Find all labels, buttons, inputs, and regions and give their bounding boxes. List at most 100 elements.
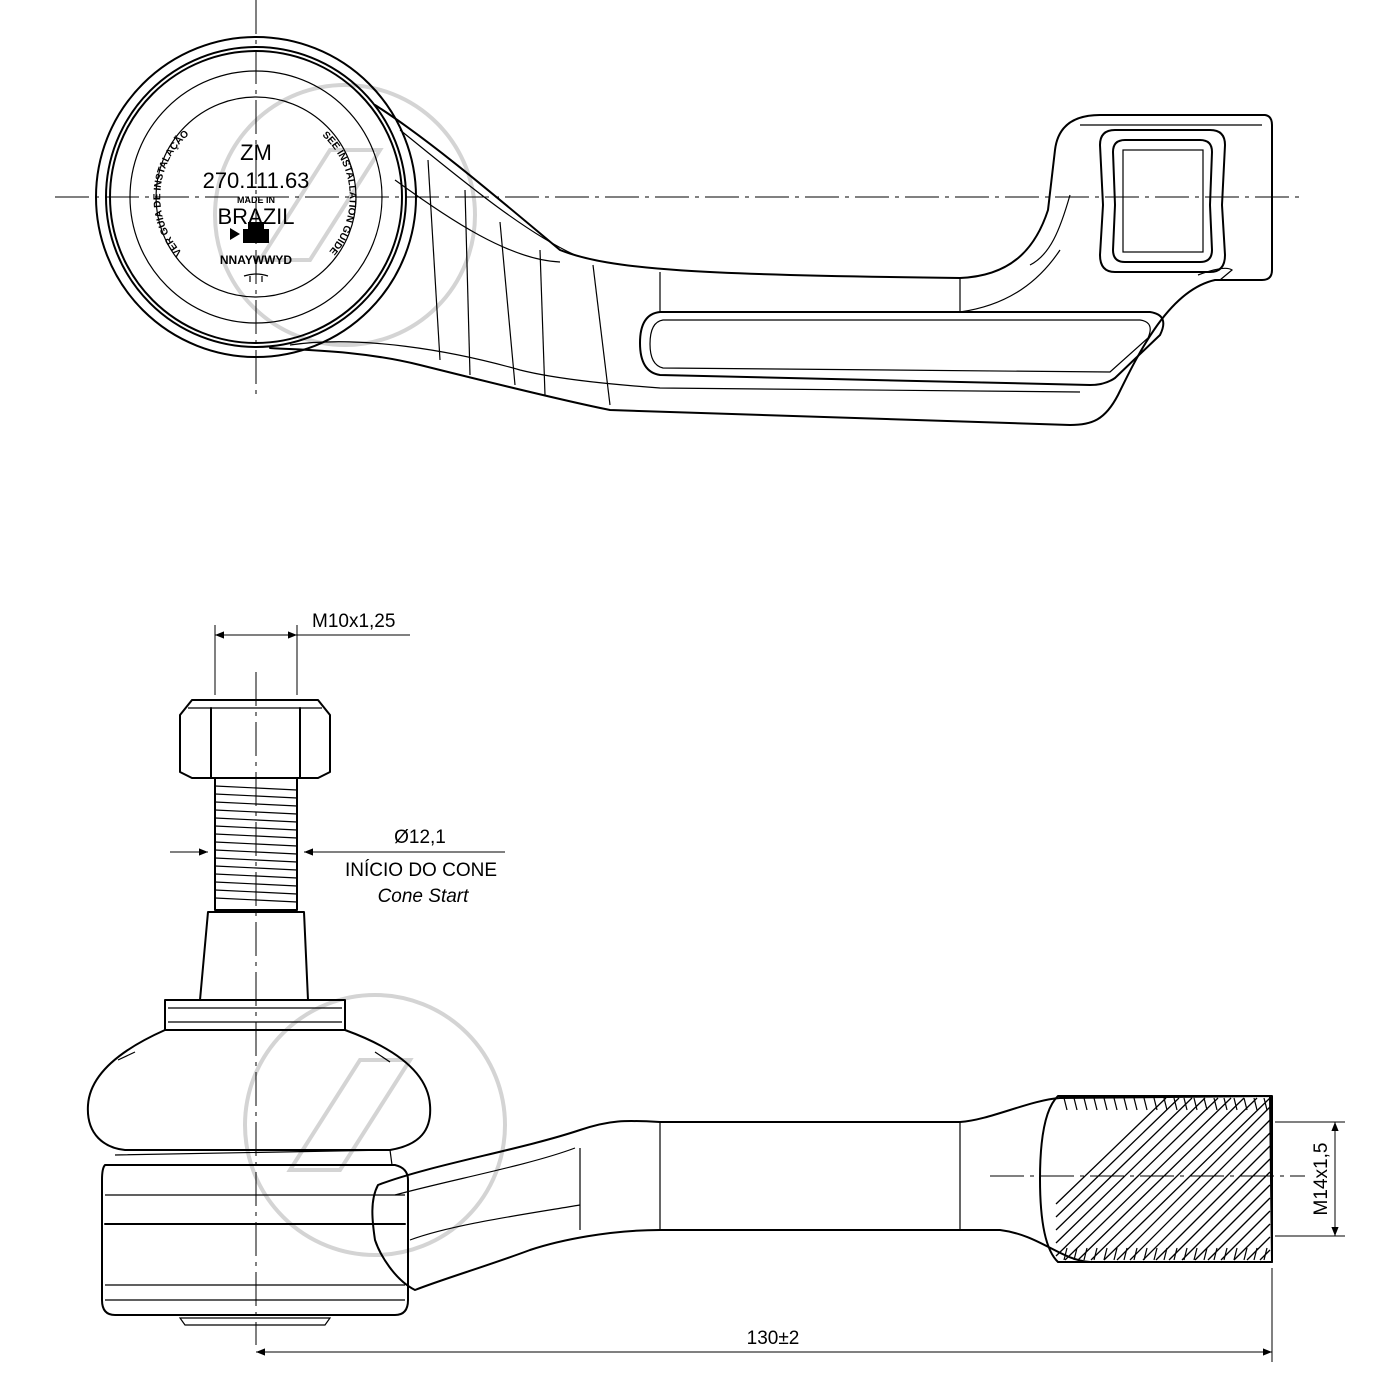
end-thread-tooth <box>1263 1247 1268 1261</box>
section-hatch-line <box>1064 1097 1232 1261</box>
cone-start-english-label: Cone Start <box>378 886 470 907</box>
boot <box>86 999 432 1151</box>
end-thread-tooth <box>1113 1097 1118 1111</box>
end-thread-tooth <box>1123 1097 1128 1111</box>
end-thread-tooth <box>1133 1097 1138 1111</box>
end-thread-tooth <box>1213 1097 1218 1111</box>
end-thread-tooth <box>1243 1097 1248 1111</box>
end-thread-tooth <box>1223 1247 1228 1261</box>
end-thread-tooth <box>1203 1247 1208 1261</box>
threaded-stud <box>214 777 298 911</box>
stud-thread-line <box>214 809 298 815</box>
end-thread-tooth <box>1143 1247 1148 1261</box>
stud-thread-line <box>214 873 298 879</box>
section-hatch-line <box>1155 1145 1271 1261</box>
arm-outline <box>269 104 1273 426</box>
watermark-top <box>213 83 477 347</box>
section-hatch-line <box>1168 1158 1271 1261</box>
section-hatch-line <box>1116 1106 1271 1261</box>
end-thread-tooth <box>1183 1247 1188 1261</box>
stud-thread-line <box>214 785 298 791</box>
top-view: VER GUIA DE INSTALAÇÃO SEE INSTALLATION … <box>55 0 1305 426</box>
shank <box>371 1095 1273 1291</box>
end-thread-tooth <box>1143 1097 1148 1111</box>
cone-start-label: INÍCIO DO CONE <box>345 860 497 881</box>
play-icon <box>230 228 240 240</box>
stud-thread-line <box>214 881 298 887</box>
section-hatch-line <box>1142 1132 1271 1261</box>
dim-stud-thread: M10x1,25 <box>214 611 410 695</box>
end-thread-tooth <box>1093 1247 1098 1261</box>
stud-thread-line <box>214 817 298 823</box>
stud-thread-line <box>214 865 298 871</box>
end-thread-tooth <box>1193 1097 1198 1111</box>
section-hatch-line <box>1055 1097 1193 1231</box>
end-thread-tooth <box>1193 1247 1198 1261</box>
end-thread-tooth <box>1163 1247 1168 1261</box>
end-thread-tooth <box>1063 1097 1068 1111</box>
stud-thread-line <box>214 889 298 895</box>
marking-brand: ZM <box>240 140 272 165</box>
socket-end <box>1099 129 1233 281</box>
end-thread-tooth <box>1173 1247 1178 1261</box>
stud-thread-line <box>214 825 298 831</box>
end-thread-tooth <box>1123 1247 1128 1261</box>
end-thread-tooth <box>1233 1097 1238 1111</box>
arm-slot <box>639 311 1165 386</box>
section-hatch-line <box>1055 1097 1219 1257</box>
marking-glyph <box>243 273 269 282</box>
section-hatch-line <box>1055 1097 1180 1218</box>
stud-thread-line <box>214 833 298 839</box>
section-hatch-line <box>1090 1097 1258 1261</box>
end-thread-tooth <box>1253 1247 1258 1261</box>
ball-housing <box>95 36 417 358</box>
end-thread-tooth <box>1223 1097 1228 1111</box>
end-thread-tooth <box>1113 1247 1118 1261</box>
end-thread-tooth <box>1183 1097 1188 1111</box>
end-thread-tooth <box>1173 1097 1178 1111</box>
dim-cone-diameter: Ø12,1 INÍCIO DO CONE Cone Start <box>170 827 505 907</box>
end-thread-tooth <box>1233 1247 1238 1261</box>
threaded-end <box>1039 1095 1273 1263</box>
cone-diameter-label: Ø12,1 <box>394 827 446 848</box>
end-thread-tooth <box>1133 1247 1138 1261</box>
end-thread-tooth <box>1103 1097 1108 1111</box>
section-hatch-line <box>1129 1119 1271 1261</box>
end-thread-tooth <box>1163 1097 1168 1111</box>
section-hatch-line <box>1207 1197 1271 1261</box>
end-thread-tooth <box>1093 1097 1098 1111</box>
side-view: M10x1,25 Ø12,1 INÍCIO DO CONE Cone Start… <box>86 611 1345 1362</box>
end-thread-tooth <box>1073 1247 1078 1261</box>
end-thread-tooth <box>1103 1247 1108 1261</box>
stud-thread-line <box>214 857 298 863</box>
section-hatch-line <box>1181 1171 1271 1261</box>
end-thread-tooth <box>1213 1247 1218 1261</box>
end-thread-tooth <box>1203 1097 1208 1111</box>
truck-icon <box>243 222 269 243</box>
body-thread-label: M14x1,5 <box>1311 1143 1332 1216</box>
end-thread-tooth <box>1153 1247 1158 1261</box>
section-hatch-line <box>1055 1097 1167 1205</box>
cone <box>199 911 309 1001</box>
overall-length-label: 130±2 <box>747 1328 800 1349</box>
end-thread-tooth <box>1253 1097 1258 1111</box>
marking-part-number: 270.111.63 <box>203 168 310 193</box>
section-hatch-line <box>1077 1097 1245 1261</box>
section-hatch-line <box>1233 1223 1271 1261</box>
stud-thread-line <box>214 849 298 855</box>
stud-thread-line <box>214 897 298 903</box>
section-hatch-line <box>1194 1184 1271 1261</box>
section-hatch-line <box>1103 1097 1271 1261</box>
nut <box>179 699 331 779</box>
section-hatch-line <box>1055 1097 1206 1244</box>
stud-thread-line <box>214 793 298 799</box>
dim-body-thread: M14x1,5 <box>1275 1121 1345 1237</box>
marking-ring-left: VER GUIA DE INSTALAÇÃO <box>152 128 191 258</box>
end-thread-tooth <box>1263 1097 1268 1111</box>
end-thread-tooth <box>1073 1097 1078 1111</box>
housing <box>101 1149 409 1326</box>
end-thread-tooth <box>1083 1097 1088 1111</box>
end-thread-tooth <box>1063 1247 1068 1261</box>
